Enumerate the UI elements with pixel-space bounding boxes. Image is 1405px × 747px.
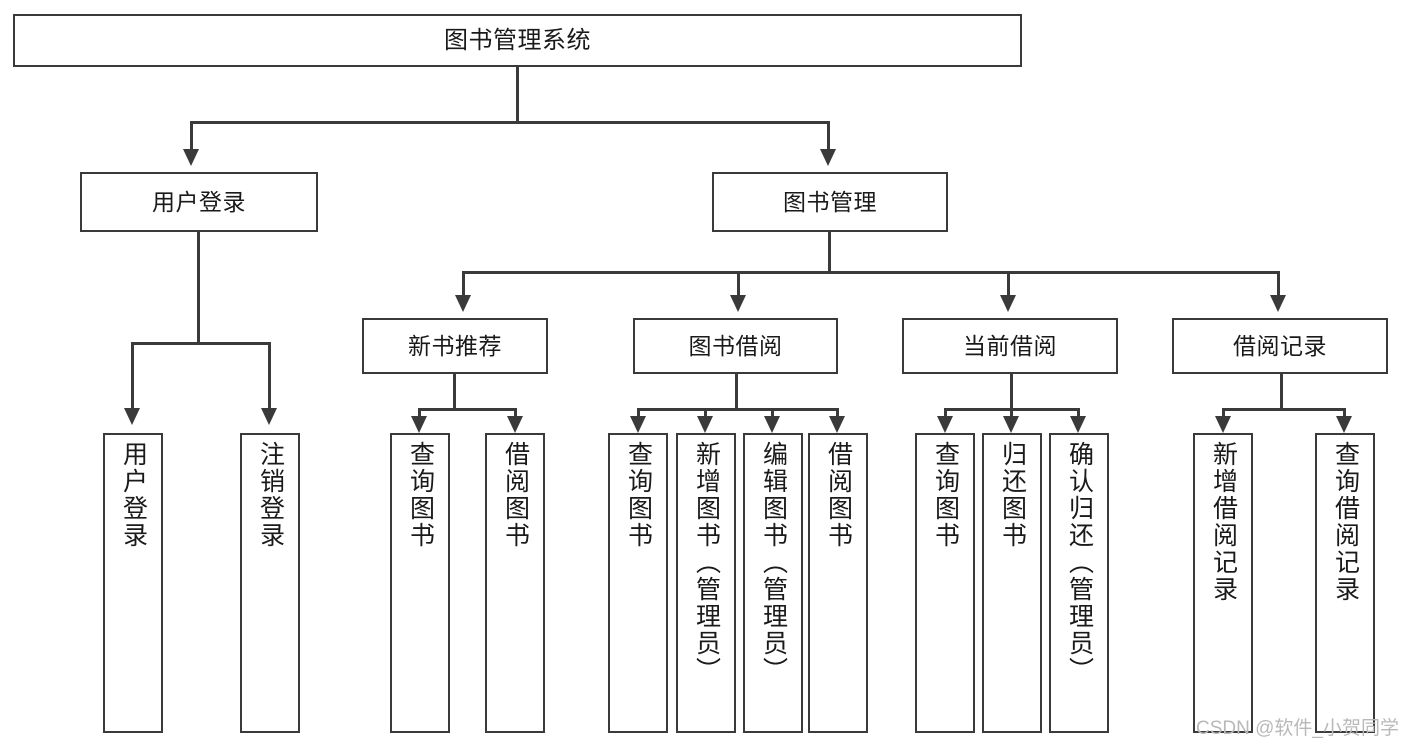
- connector-root-stem: [516, 67, 519, 121]
- node-label: 用户登录: [119, 441, 148, 549]
- node-label: 图书借阅: [688, 332, 783, 359]
- arrow-bb-leaf-1: [630, 416, 646, 433]
- arrow-to-new-book-recommend: [455, 295, 471, 312]
- node-label: 确认归还（管理员）: [1065, 441, 1094, 684]
- leaf-cb-query-book[interactable]: 查询图书: [915, 433, 975, 733]
- connector-bb-drop-3: [771, 408, 774, 418]
- node-user-login[interactable]: 用户登录: [80, 172, 318, 232]
- connector-br-stem: [1280, 374, 1283, 408]
- connector-user-login-bus: [131, 342, 271, 345]
- node-label: 图书管理系统: [444, 26, 591, 54]
- connector-nbr-bus: [418, 408, 517, 411]
- arrow-br-leaf-2: [1336, 416, 1352, 433]
- node-book-borrow[interactable]: 图书借阅: [633, 318, 838, 374]
- node-label: 借阅记录: [1233, 332, 1327, 359]
- arrow-cb-leaf-2: [1003, 416, 1019, 433]
- node-root-book-management-system[interactable]: 图书管理系统: [13, 14, 1022, 67]
- arrow-br-leaf-1: [1215, 416, 1231, 433]
- arrow-nbr-leaf-2: [507, 416, 523, 433]
- node-new-book-recommend[interactable]: 新书推荐: [362, 318, 548, 374]
- node-current-borrow[interactable]: 当前借阅: [902, 318, 1118, 374]
- node-label: 借阅图书: [824, 441, 853, 549]
- connector-br-drop-1: [1222, 408, 1225, 418]
- connector-bb-drop-2: [704, 408, 707, 418]
- connector-user-login-drop-2: [268, 342, 271, 408]
- connector-root-bus: [190, 121, 830, 124]
- connector-br-drop-2: [1343, 408, 1346, 418]
- arrow-to-user-login: [183, 149, 199, 166]
- node-label: 借阅图书: [501, 441, 530, 549]
- connector-nbr-stem: [453, 374, 456, 408]
- connector-book-management-bus: [462, 271, 1280, 274]
- arrow-to-book-borrow: [730, 295, 746, 312]
- leaf-br-query-record[interactable]: 查询借阅记录: [1315, 433, 1375, 733]
- connector-cb-drop-3: [1077, 408, 1080, 418]
- arrow-to-logout-leaf: [261, 408, 277, 425]
- leaf-bb-edit-book-admin[interactable]: 编辑图书（管理员）: [743, 433, 803, 733]
- connector-user-login-stem: [197, 232, 200, 342]
- node-label: 查询图书: [406, 441, 435, 549]
- node-label: 用户登录: [152, 188, 246, 215]
- connector-nbr-drop-2: [514, 408, 517, 418]
- connector-bm-drop-2: [737, 271, 740, 295]
- connector-br-bus: [1222, 408, 1346, 411]
- arrow-nbr-leaf-1: [411, 416, 427, 433]
- node-label: 注销登录: [256, 441, 285, 549]
- node-label: 归还图书: [998, 441, 1027, 549]
- connector-bm-drop-1: [462, 271, 465, 295]
- leaf-cb-confirm-return-admin[interactable]: 确认归还（管理员）: [1049, 433, 1109, 733]
- node-book-management[interactable]: 图书管理: [712, 172, 948, 232]
- connector-user-login-drop-1: [131, 342, 134, 408]
- arrow-to-book-management: [820, 149, 836, 166]
- connector-book-management-stem: [828, 232, 831, 271]
- connector-root-drop-2: [827, 121, 830, 149]
- connector-cb-drop-2: [1010, 408, 1013, 418]
- node-label: 新增借阅记录: [1209, 441, 1238, 603]
- arrow-to-user-login-leaf: [124, 408, 140, 425]
- arrow-to-current-borrow: [1000, 295, 1016, 312]
- leaf-bb-borrow-book[interactable]: 借阅图书: [808, 433, 868, 733]
- leaf-nbr-borrow-book[interactable]: 借阅图书: [485, 433, 545, 733]
- connector-bm-drop-4: [1277, 271, 1280, 295]
- arrow-bb-leaf-4: [829, 416, 845, 433]
- connector-bm-drop-3: [1007, 271, 1010, 295]
- leaf-user-login[interactable]: 用户登录: [103, 433, 163, 733]
- leaf-bb-add-book-admin[interactable]: 新增图书（管理员）: [676, 433, 736, 733]
- connector-bb-drop-4: [836, 408, 839, 418]
- connector-cb-stem: [1010, 374, 1013, 408]
- node-borrow-record[interactable]: 借阅记录: [1172, 318, 1388, 374]
- node-label: 查询图书: [931, 441, 960, 549]
- arrow-bb-leaf-2: [697, 416, 713, 433]
- node-label: 查询图书: [624, 441, 653, 549]
- leaf-bb-query-book[interactable]: 查询图书: [608, 433, 668, 733]
- node-label: 新增图书（管理员）: [692, 441, 721, 684]
- arrow-to-borrow-record: [1270, 295, 1286, 312]
- node-label: 编辑图书（管理员）: [759, 441, 788, 684]
- arrow-cb-leaf-1: [937, 416, 953, 433]
- connector-cb-drop-1: [944, 408, 947, 418]
- arrow-bb-leaf-3: [764, 416, 780, 433]
- node-label: 当前借阅: [963, 332, 1057, 359]
- node-label: 新书推荐: [408, 332, 502, 359]
- leaf-cb-return-book[interactable]: 归还图书: [982, 433, 1042, 733]
- leaf-logout[interactable]: 注销登录: [240, 433, 300, 733]
- arrow-cb-leaf-3: [1070, 416, 1086, 433]
- leaf-nbr-query-book[interactable]: 查询图书: [390, 433, 450, 733]
- connector-nbr-drop-1: [418, 408, 421, 418]
- connector-bb-drop-1: [637, 408, 640, 418]
- csdn-watermark: CSDN @软件_小贺同学: [1196, 718, 1399, 739]
- connector-root-drop-1: [190, 121, 193, 149]
- leaf-br-add-record[interactable]: 新增借阅记录: [1193, 433, 1253, 733]
- connector-bb-bus: [637, 408, 839, 411]
- node-label: 查询借阅记录: [1331, 441, 1360, 603]
- node-label: 图书管理: [783, 188, 877, 215]
- connector-bb-stem: [735, 374, 738, 408]
